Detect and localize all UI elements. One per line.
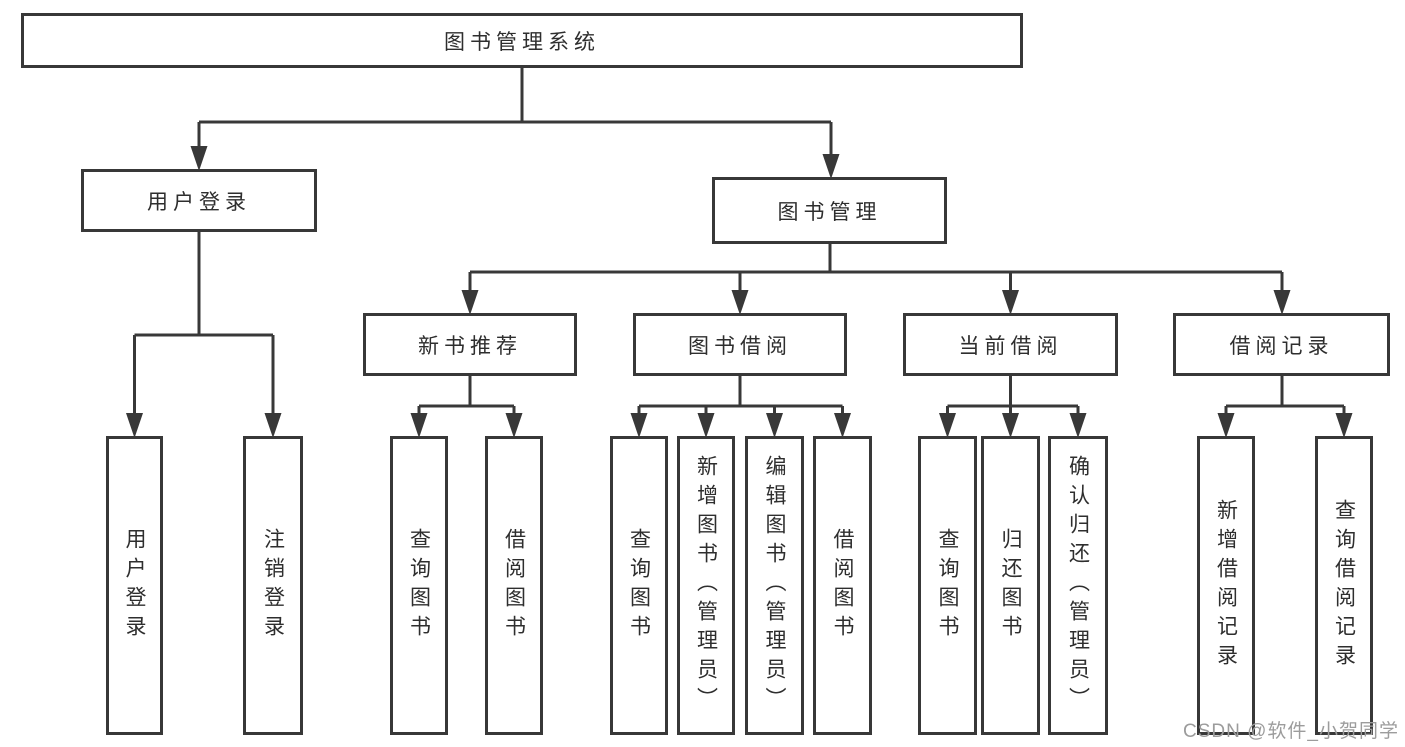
node-root: 图书管理系统 [21, 13, 1023, 68]
leaf-recommend-borrow-books: 借阅图书 [485, 436, 543, 735]
leaf-current-query-books: 查询图书 [918, 436, 977, 735]
leaf-logout-login: 注销登录 [243, 436, 303, 735]
leaf-current-confirm-return-admin-label: 确认归还（管理员） [1066, 455, 1090, 716]
leaf-borrow-borrow-books: 借阅图书 [813, 436, 872, 735]
leaf-borrow-edit-books-admin-label: 编辑图书（管理员） [763, 455, 786, 716]
leaf-records-add-record-label: 新增借阅记录 [1214, 498, 1238, 673]
leaf-borrow-borrow-books-label: 借阅图书 [831, 527, 854, 644]
leaf-records-query-record: 查询借阅记录 [1315, 436, 1373, 735]
leaf-current-query-books-label: 查询图书 [936, 527, 959, 644]
node-current-borrow-label: 当前借阅 [958, 334, 1063, 358]
node-borrow-records-label: 借阅记录 [1229, 334, 1334, 358]
leaf-records-query-record-label: 查询借阅记录 [1332, 498, 1356, 673]
watermark: CSDN @软件_小贺同学 [1183, 721, 1399, 742]
node-book-borrow-label: 图书借阅 [688, 334, 792, 358]
leaf-current-return-books-label: 归还图书 [999, 527, 1022, 644]
leaf-user-login-label: 用户登录 [123, 527, 146, 644]
node-book-management-label: 图书管理 [777, 200, 882, 224]
node-user-login: 用户登录 [81, 169, 317, 232]
node-book-borrow: 图书借阅 [633, 313, 847, 376]
leaf-recommend-query-books-label: 查询图书 [407, 527, 431, 644]
leaf-current-return-books: 归还图书 [981, 436, 1040, 735]
node-user-login-label: 用户登录 [147, 190, 251, 214]
leaf-records-add-record: 新增借阅记录 [1197, 436, 1255, 735]
leaf-borrow-query-books: 查询图书 [610, 436, 668, 735]
leaf-borrow-query-books-label: 查询图书 [627, 527, 651, 644]
leaf-borrow-edit-books-admin: 编辑图书（管理员） [745, 436, 804, 735]
node-borrow-records: 借阅记录 [1173, 313, 1390, 376]
leaf-borrow-add-books-admin-label: 新增图书（管理员） [694, 455, 718, 716]
leaf-current-confirm-return-admin: 确认归还（管理员） [1048, 436, 1108, 735]
node-book-management: 图书管理 [712, 177, 947, 244]
leaf-borrow-add-books-admin: 新增图书（管理员） [677, 436, 735, 735]
leaf-user-login: 用户登录 [106, 436, 163, 735]
leaf-logout-login-label: 注销登录 [261, 527, 285, 644]
node-new-book-recommend: 新书推荐 [363, 313, 577, 376]
node-root-label: 图书管理系统 [444, 30, 600, 54]
node-new-book-recommend-label: 新书推荐 [418, 334, 522, 358]
node-current-borrow: 当前借阅 [903, 313, 1118, 376]
leaf-recommend-borrow-books-label: 借阅图书 [502, 527, 526, 644]
leaf-recommend-query-books: 查询图书 [390, 436, 448, 735]
